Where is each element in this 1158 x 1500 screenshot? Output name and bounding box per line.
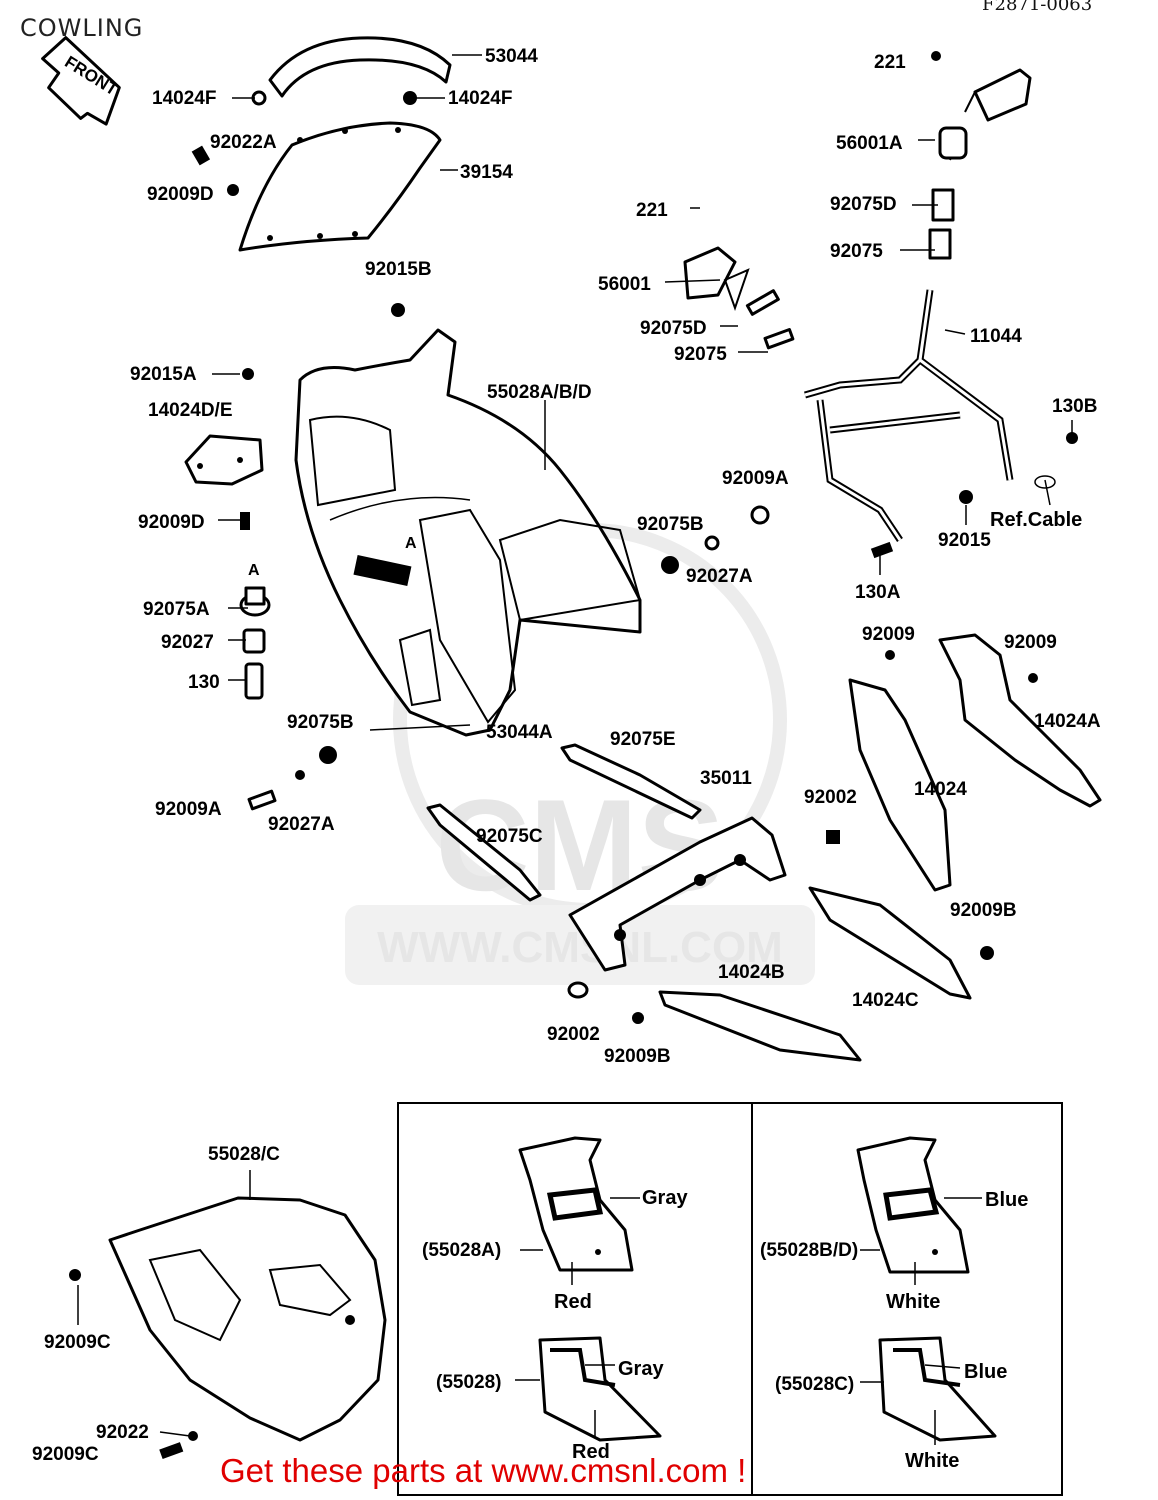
label-221-right: 221 (874, 52, 906, 73)
label-35011: 35011 (700, 768, 752, 789)
label-92009a-right: 92009A (722, 468, 789, 489)
label-130b: 130B (1052, 396, 1097, 417)
windshield-39154 (238, 121, 442, 252)
variant-left-upper-stripe: Gray (642, 1187, 688, 1209)
front-arrow: FRONT (41, 36, 122, 126)
label-92075c: 92075C (476, 826, 543, 847)
footer-cta-link[interactable]: Get these parts at www.cmsnl.com ! (220, 1452, 747, 1489)
label-92075e: 92075E (610, 729, 676, 750)
label-92075-right: 92075 (830, 241, 883, 262)
page-title: COWLING (20, 14, 144, 42)
label-92075b-right: 92075B (637, 514, 704, 535)
label-92002-right: 92002 (804, 787, 857, 808)
cover-14024b (658, 990, 862, 1062)
label-130: 130 (188, 672, 220, 693)
label-14024: 14024 (914, 779, 967, 800)
label-14024a: 14024A (1034, 711, 1101, 732)
label-92015a: 92015A (130, 364, 197, 385)
lower-cowl-55028c (69, 1196, 387, 1460)
label-92002-left: 92002 (547, 1024, 600, 1045)
label-55028c-main: 55028/C (208, 1144, 280, 1165)
label-56001a: 56001A (836, 133, 903, 154)
label-a-mid: A (405, 535, 417, 552)
cover-14024c (808, 886, 972, 1000)
trim-92075c (426, 803, 542, 902)
label-92009d-top: 92009D (147, 184, 214, 205)
label-92009b-right: 92009B (950, 900, 1017, 921)
variant-right-lower-stripe: Blue (964, 1361, 1007, 1383)
label-92027: 92027 (161, 632, 214, 653)
label-92075-left: 92075 (674, 344, 727, 365)
upper-cowl-55028abd (294, 328, 642, 737)
label-39154: 39154 (460, 162, 513, 183)
label-a-top: A (248, 562, 260, 579)
label-130a: 130A (855, 582, 901, 603)
windshield-trim-53044 (268, 36, 452, 98)
label-221-left: 221 (636, 200, 668, 221)
variant-left-lower-code: (55028) (436, 1372, 502, 1393)
label-92027a-left: 92027A (268, 814, 335, 835)
variant-left-lower-base: Red (572, 1441, 610, 1463)
variant-left-upper-base: Red (554, 1291, 592, 1313)
label-92009b-low: 92009B (604, 1046, 671, 1067)
cover-14024a (938, 633, 1102, 808)
bracket-14024de (184, 434, 264, 486)
variant-right-lower-code: (55028C) (775, 1374, 854, 1395)
variant-right-upper-code: (55028B/D) (760, 1240, 858, 1261)
label-14024f-right: 14024F (448, 88, 512, 109)
label-92022: 92022 (96, 1422, 149, 1443)
label-55028abd: 55028A/B/D (487, 382, 592, 403)
variant-left-lower-stripe: Gray (618, 1358, 664, 1380)
label-14024b: 14024B (718, 962, 785, 983)
variant-right-upper-shape (856, 1136, 970, 1274)
label-92015: 92015 (938, 530, 991, 551)
stay-35011 (568, 816, 787, 972)
cover-14024 (848, 678, 952, 892)
variant-right-upper-stripe: Blue (985, 1189, 1028, 1211)
label-92075b-left: 92075B (287, 712, 354, 733)
label-92009-right: 92009 (1004, 632, 1057, 653)
label-14024c: 14024C (852, 990, 919, 1011)
label-56001: 56001 (598, 274, 651, 295)
frame-11044 (661, 289, 1078, 574)
label-92075d-right: 92075D (830, 194, 897, 215)
variant-right-lower-base: White (905, 1450, 959, 1472)
label-92009c-low: 92009C (32, 1444, 99, 1465)
mirror-56001a (928, 51, 1032, 260)
color-variant-box (397, 1102, 1063, 1496)
part-labels: 53044 14024F 14024F 92022A 39154 92009D … (32, 46, 1101, 1465)
variant-right-lower-shape (878, 1336, 997, 1442)
label-92009a-left: 92009A (155, 799, 222, 820)
variant-left-lower-shape (538, 1336, 662, 1442)
label-92075a: 92075A (143, 599, 210, 620)
variant-left-upper-shape (518, 1136, 634, 1272)
variant-labels: Gray (55028A) Red Blue (55028B/D) White … (422, 1187, 1028, 1472)
bolts-92002 (567, 830, 994, 1024)
label-53044a: 53044A (486, 722, 553, 743)
trim-92075e (560, 743, 702, 820)
label-ref-cable: Ref.Cable (990, 509, 1082, 531)
variant-right-upper-base: White (886, 1291, 940, 1313)
label-92009-left: 92009 (862, 624, 915, 645)
leader-lines (77, 54, 1073, 1445)
label-92009c-left: 92009C (44, 1332, 111, 1353)
mirror-56001 (683, 246, 795, 350)
label-92027a-right: 92027A (686, 566, 753, 587)
label-92022a: 92022A (210, 132, 277, 153)
figure-code: F2871-0063 (982, 0, 1093, 15)
label-92015b: 92015B (365, 259, 432, 280)
small-fasteners-left (191, 90, 417, 811)
screws-92009 (885, 650, 1038, 683)
label-92009d-low: 92009D (138, 512, 205, 533)
label-92075d-left: 92075D (640, 318, 707, 339)
label-11044: 11044 (970, 326, 1022, 347)
label-14024f-left: 14024F (152, 88, 216, 109)
grommet-stack (239, 586, 271, 700)
label-14024de: 14024D/E (148, 400, 233, 421)
label-53044: 53044 (485, 46, 538, 67)
variant-left-upper-code: (55028A) (422, 1240, 501, 1261)
